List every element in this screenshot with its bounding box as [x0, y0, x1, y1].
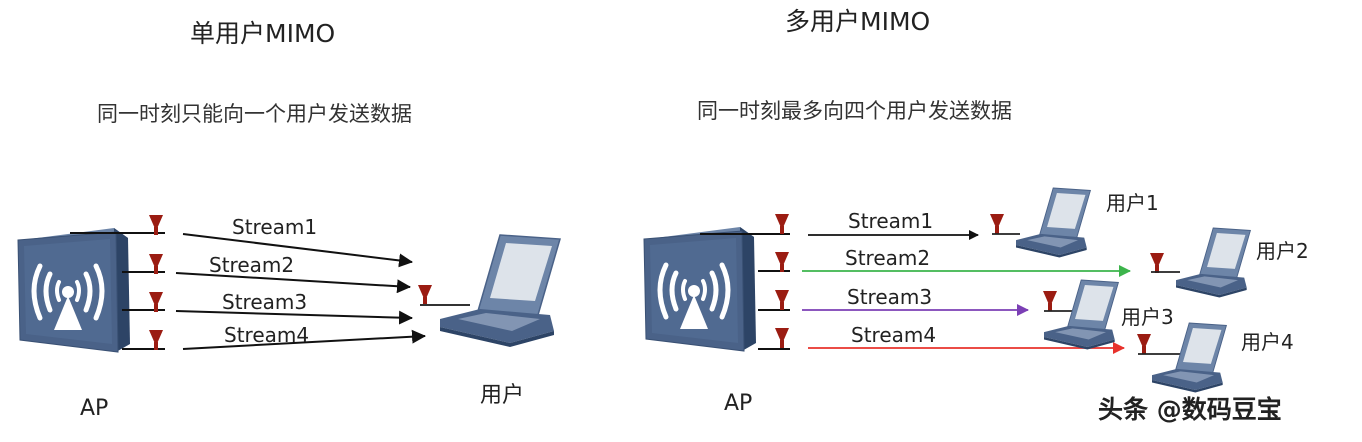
user-3-label: 用户3 [1121, 305, 1174, 329]
stream-2-label-right: Stream2 [845, 246, 930, 270]
user-2-label: 用户2 [1256, 239, 1309, 263]
user-2: 用户2 [1150, 227, 1309, 298]
laptop-icon-user-4 [1151, 322, 1227, 393]
left-streams: Stream1 Stream2 Stream3 Stream4 [175, 215, 426, 350]
stream-3-label-right: Stream3 [847, 285, 932, 309]
user-3: 用户3 [1043, 279, 1174, 350]
laptop-icon-user-3 [1043, 279, 1119, 350]
watermark: 头条 @数码豆宝 [1098, 395, 1282, 424]
left-ap-label: AP [80, 396, 108, 421]
user-laptop-icon [439, 234, 561, 348]
right-ap-label: AP [724, 391, 752, 416]
user-4: 用户4 [1137, 322, 1294, 393]
user-antenna-icon [418, 285, 432, 305]
multi-user-mimo-panel: 多用户MIMO 同一时刻最多向四个用户发送数据 Stream1 Stream2 … [644, 7, 1309, 416]
user-1: 用户1 [990, 187, 1159, 258]
stream-2-label: Stream2 [209, 253, 294, 277]
ap-device-icon-right [644, 227, 756, 351]
left-title: 单用户MIMO [190, 19, 335, 48]
right-subtitle: 同一时刻最多向四个用户发送数据 [697, 99, 1012, 123]
stream-4-label: Stream4 [224, 323, 309, 347]
left-subtitle: 同一时刻只能向一个用户发送数据 [97, 102, 412, 126]
ap-antenna-icons [149, 215, 163, 350]
stream-4-label-right: Stream4 [851, 323, 936, 347]
stream-1-arrow [182, 233, 413, 268]
ap-device-icon [18, 228, 130, 352]
stream-1-label: Stream1 [232, 215, 317, 239]
stream-4-arrow [182, 329, 426, 350]
stream-3-label: Stream3 [222, 290, 307, 314]
stream-3-arrow [175, 310, 413, 325]
laptop-icon-user-1 [1015, 187, 1091, 258]
stream-1-label-right: Stream1 [848, 209, 933, 233]
left-user-label: 用户 [480, 383, 524, 408]
user-4-label: 用户4 [1241, 330, 1294, 354]
stream-2-arrow [175, 272, 411, 294]
user-1-label: 用户1 [1106, 191, 1159, 215]
ap-antenna-lines-right [700, 233, 790, 350]
laptop-icon-user-2 [1175, 227, 1251, 298]
single-user-mimo-panel: 单用户MIMO 同一时刻只能向一个用户发送数据 Stream1 Stream2 [18, 19, 561, 421]
right-streams: Stream1 Stream2 Stream3 Stream4 [802, 209, 1131, 354]
right-title: 多用户MIMO [785, 7, 930, 36]
